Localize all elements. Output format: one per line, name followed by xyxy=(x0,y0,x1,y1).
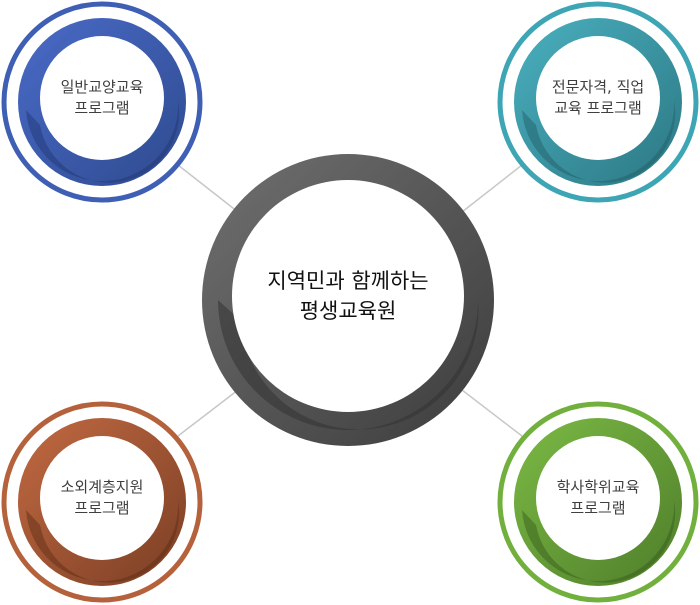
node-label-professional-education: 전문자격, 직업 교육 프로그램 xyxy=(538,68,658,128)
node-label-line-2: 프로그램 xyxy=(74,499,130,517)
node-label-line-2: 프로그램 xyxy=(74,99,130,117)
node-professional-education xyxy=(497,1,699,203)
connector-line-top-left xyxy=(177,164,239,213)
connector-line-top-right xyxy=(461,164,523,213)
node-label-line-2: 교육 프로그램 xyxy=(554,99,642,117)
center-label-line-1: 지역민과 함께하는 xyxy=(267,269,429,293)
center-label: 지역민과 함께하는 평생교육원 xyxy=(238,256,458,336)
center-label-line-2: 평생교육원 xyxy=(299,299,397,323)
node-underprivileged-support xyxy=(1,401,203,603)
connector-line-bottom-right xyxy=(461,389,523,437)
connector-line-bottom-left xyxy=(177,389,239,437)
node-label-line-1: 일반교양교육 xyxy=(60,78,144,96)
node-general-education xyxy=(1,1,203,203)
node-label-line-1: 전문자격, 직업 xyxy=(551,78,645,96)
node-label-general-education: 일반교양교육 프로그램 xyxy=(42,68,162,128)
node-label-line-1: 학사학위교육 xyxy=(556,478,640,496)
node-label-degree-education: 학사학위교육 프로그램 xyxy=(538,468,658,528)
node-degree-education xyxy=(497,401,699,603)
node-label-underprivileged-support: 소외계층지원 프로그램 xyxy=(42,468,162,528)
node-label-line-2: 프로그램 xyxy=(570,499,626,517)
node-label-line-1: 소외계층지원 xyxy=(60,478,144,496)
center-hub xyxy=(202,154,494,446)
